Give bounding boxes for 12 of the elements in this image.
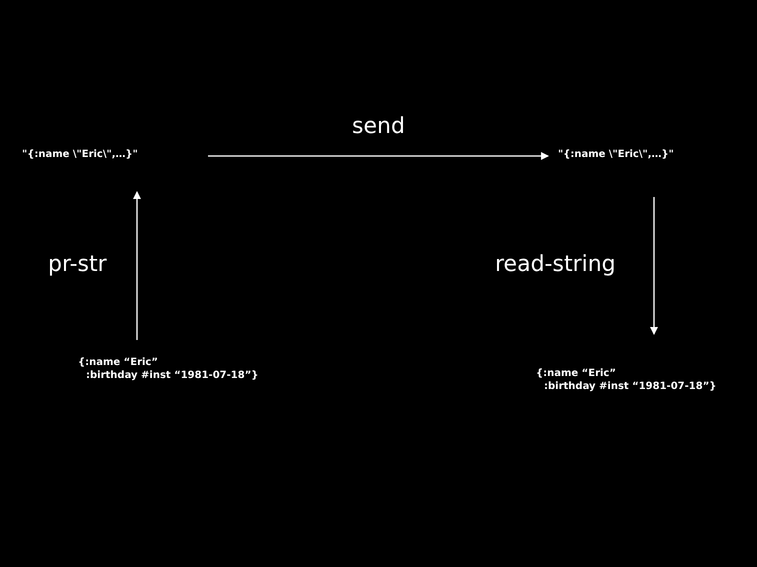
code-text: :birthday #inst “1981-07-18”} xyxy=(86,369,258,382)
code-text: "{:name \"Eric\",…}" xyxy=(22,148,138,161)
arrow xyxy=(650,197,658,335)
edge-label: read-string xyxy=(495,252,616,277)
arrow xyxy=(208,152,549,160)
code-text: :birthday #inst “1981-07-18”} xyxy=(544,380,716,393)
edge-label: send xyxy=(352,114,405,139)
arrow xyxy=(133,191,141,340)
code-text: {:name “Eric” xyxy=(78,356,158,369)
edge-label: pr-str xyxy=(48,252,107,277)
code-text: {:name “Eric” xyxy=(536,367,616,380)
code-text: "{:name \"Eric\",…}" xyxy=(558,148,674,161)
